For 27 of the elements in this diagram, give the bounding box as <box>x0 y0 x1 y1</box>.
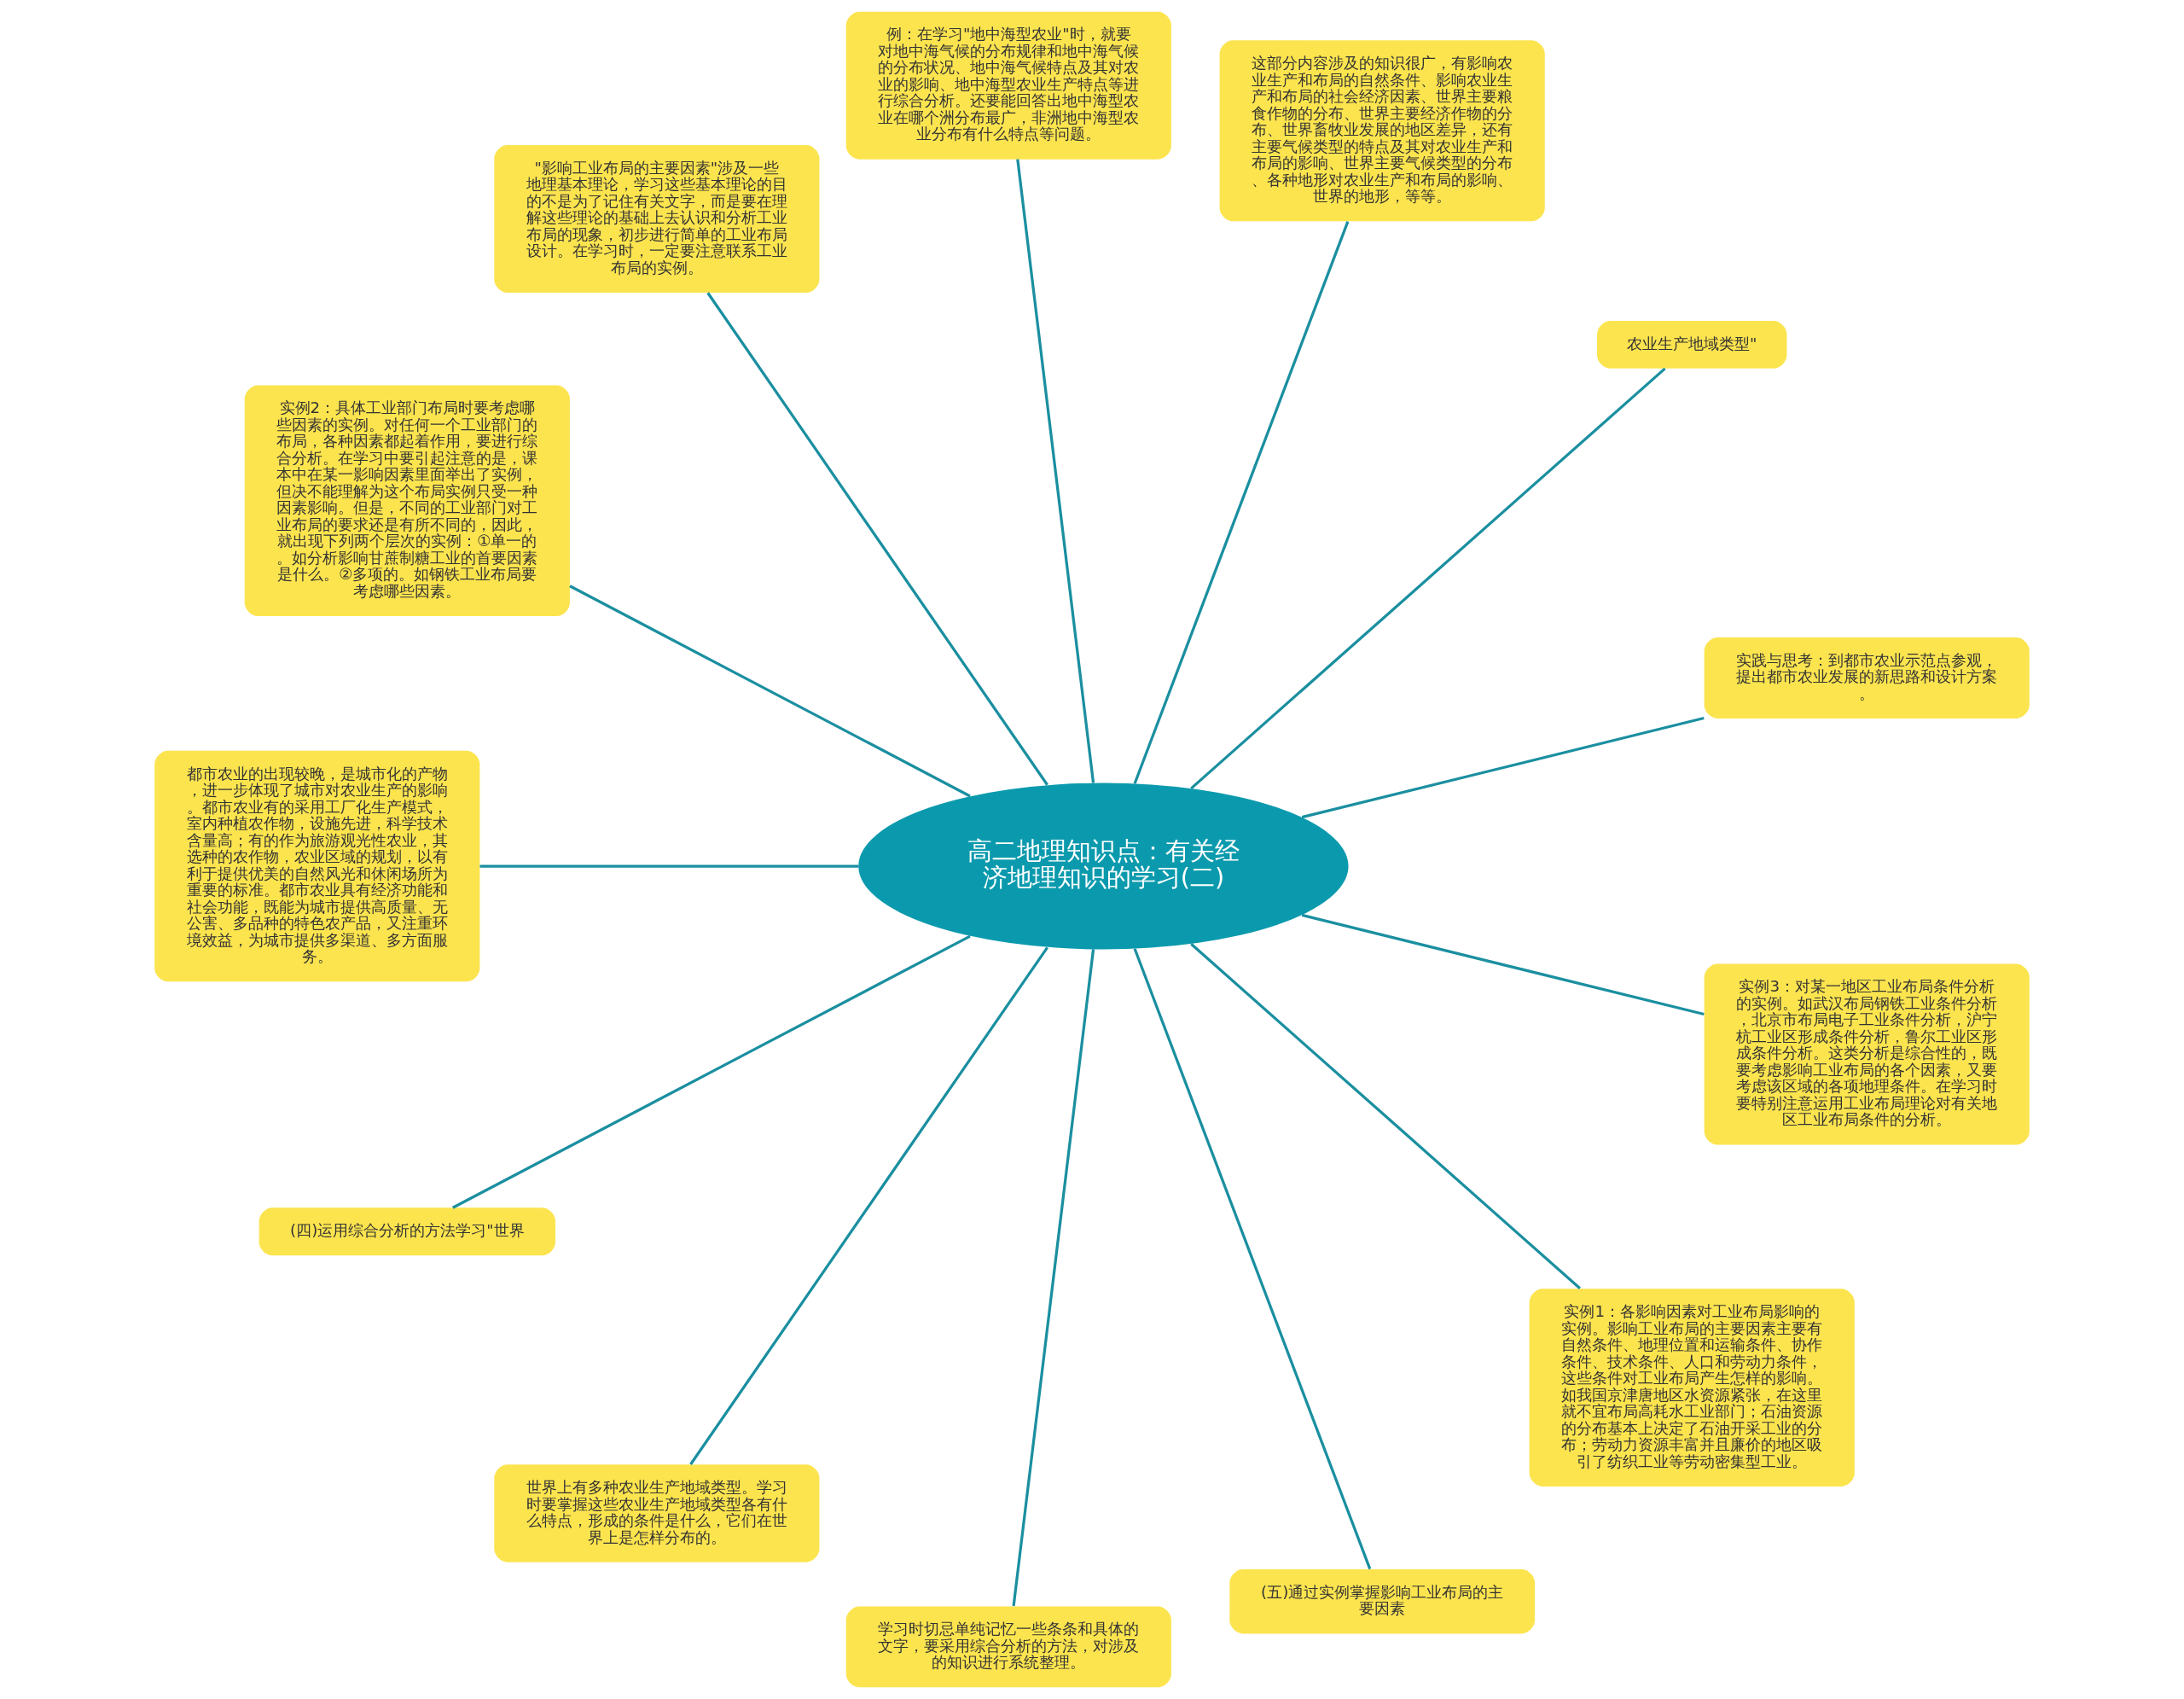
connector <box>1012 949 1095 1607</box>
node-box: 学习时切忌单纯记忆一些条条和具体的文字，要采用综合分析的方法，对涉及的知识进行系统整理。 <box>845 1606 1171 1688</box>
node-box: 实践与思考：到都市农业示范点参观，提出都市农业发展的新思路和设计方案。 <box>1704 637 2030 719</box>
node-box: 都市农业的出现较晚，是城市化的产物，进一步体现了城市对农业生产的影响。都市农业有的采用工厂化生产模式，室内种植农作物，设施先进，科学技术含量高；有的作为旅游观光性农业，其选种的农作物，农业区域的规划，以有利于提供优美的自然风光和休闲场所为重要的标准。都市农业具有经济功能和社会功能，既能为城市提供高质量、无公害、多品种的特色农产品，又注重环境效益，为城市提供多渠道、多方面服务。 <box>154 750 480 982</box>
connector <box>569 585 971 798</box>
node-box: 实例3：对某一地区工业布局条件分析的实例。如武汉布局钢铁工业条件分析，北京市布局电子工业条件分析，沪宁杭工业区形成条件分析，鲁尔工业区形成条件分析。这类分析是综合性的，既要考虑影响工业布局的各个因素，又要考虑该区域的各项地理条件。在学习时要特别注意运用工业布局理论对有关地区工业布局条件的分析。 <box>1704 963 2030 1145</box>
node-box: 世界上有多种农业生产地域类型。学习时要掌握这些农业生产地域类型各有什么特点，形成的条件是什么，它们在世界上是怎样分布的。 <box>494 1464 820 1562</box>
connector <box>479 864 859 868</box>
node-box: 农业生产地域类型" <box>1597 320 1787 369</box>
connector <box>689 946 1048 1465</box>
node-box: (四)运用综合分析的方法学习"世界 <box>258 1207 556 1256</box>
connector <box>1190 367 1666 790</box>
connector <box>1016 159 1095 783</box>
node-box: 例：在学习"地中海型农业"时，就要对地中海气候的分布规律和地中海气候的分布状况、地中海气候特点及其对农业的影响、地中海型农业生产特点等进行综合分析。还要能回答出地中海型农业在哪个洲分布最广，非洲地中海型农业分布有什么特点等问题。 <box>845 11 1171 160</box>
connector <box>1133 221 1350 784</box>
node-box: (五)通过实例掌握影响工业布局的主要因素 <box>1229 1569 1536 1634</box>
node-box: "影响工业布局的主要因素"涉及一些地理基本理论，学习这些基本理论的目的不是为了记住有关文字，而是要在理解这些理论的基础上去认识和分析工业布局的现象，初步进行简单的工业布局设计。在学习时，一定要注意联系工业布局的实例。 <box>494 145 820 294</box>
node-box: 实例2：具体工业部门布局时要考虑哪些因素的实例。对任何一个工业部门的布局，各种因素都起着作用，要进行综合分析。在学习中要引起注意的是，课本中在某一影响因素里面举出了实例，但决不能理解为这个布局实例只受一种因素影响。但是，不同的工业部门对工业布局的要求还是有所不同的，因此，就出现下列两个层次的实例：①单一的。如分析影响甘蔗制糖工业的首要因素是什么。②多项的。如钢铁工业布局要考虑哪些因素。 <box>244 385 570 617</box>
connector <box>1133 948 1372 1570</box>
connector <box>452 934 971 1209</box>
connector <box>1301 913 1705 1016</box>
node-box: 这部分内容涉及的知识很广，有影响农业生产和布局的自然条件、影响农业生产和布局的社会经济因素、世界主要粮食作物的分布、世界主要经济作物的分布、世界畜牧业发展的地区差异，还有主要气候类型的特点及其对农业生产和布局的影响、世界主要气候类型的分布、各种地形对农业生产和布局的影响、世界的地形，等等。 <box>1219 40 1545 222</box>
connector <box>706 292 1048 786</box>
connector <box>1190 942 1581 1290</box>
connector <box>1301 716 1705 819</box>
node-ellipse: 高二地理知识点：有关经济地理知识的学习(二) <box>858 783 1349 950</box>
node-box: 实例1：各影响因素对工业布局影响的实例。影响工业布局的主要因素主要有自然条件、地理位置和运输条件、协作条件、技术条件、人口和劳动力条件，这些条件对工业布局产生怎样的影响。如我国京津唐地区水资源紧张，在这里就不宜布局高耗水工业部门；石油资源的分布基本上决定了石油开采工业的分布；劳动力资源丰富并且廉价的地区吸引了纺织工业等劳动密集型工业。 <box>1529 1289 1855 1487</box>
